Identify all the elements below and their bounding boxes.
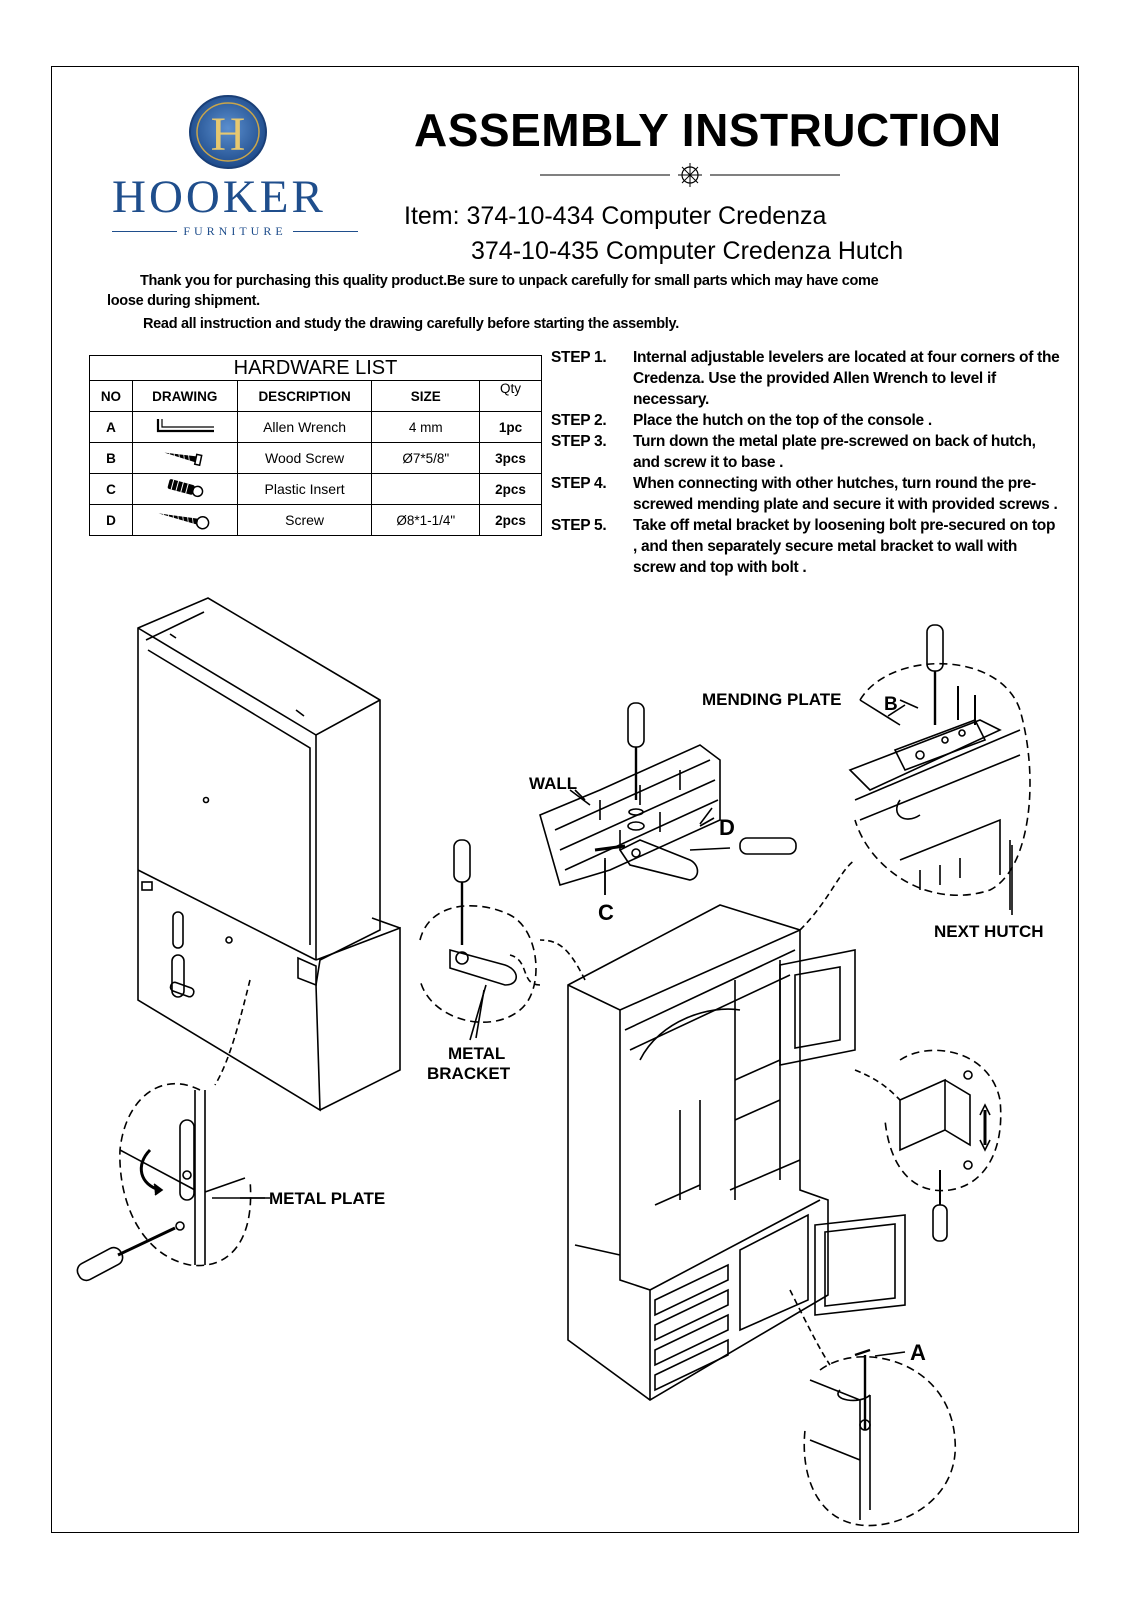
mending-plate-detail-drawing — [848, 624, 1031, 910]
step-2: STEP 2.Place the hutch on the top of the… — [551, 412, 932, 429]
callout-b-label: B — [884, 694, 898, 715]
logo-monogram: H — [211, 108, 246, 161]
table-row: C Plastic Insert 2pcs — [89, 473, 542, 505]
hooker-logo-emblem: H — [189, 95, 267, 169]
metal-bracket-label-2: BRACKET — [427, 1064, 511, 1083]
brand-name: HOOKER — [112, 171, 326, 223]
wall-label: WALL — [529, 774, 578, 793]
table-header: NO — [89, 380, 133, 412]
hutch-back-view-drawing — [137, 597, 401, 1112]
title-ornament-icon — [540, 163, 840, 187]
item-line-1: Item: 374-10-434 Computer Credenza — [404, 202, 827, 230]
table-row: D Screw Ø8*1-1/4" 2pcs — [89, 504, 542, 536]
page-title: ASSEMBLY INSTRUCTION — [414, 104, 1002, 156]
bracket-side-detail-drawing — [884, 1049, 1002, 1242]
intro-line-3: Read all instruction and study the drawi… — [143, 316, 679, 332]
page-border — [51, 66, 1079, 1533]
metal-plate-label: METAL PLATE — [269, 1189, 386, 1208]
wood-screw-icon — [164, 449, 203, 466]
screwdriver-icon — [76, 1221, 185, 1282]
mending-plate-label: MENDING PLATE — [702, 690, 842, 709]
metal-bracket-label-1: METAL — [448, 1044, 506, 1063]
callout-d-label: D — [719, 815, 735, 840]
leveler-detail-drawing — [803, 1348, 956, 1527]
intro-line-1: Thank you for purchasing this quality pr… — [140, 273, 879, 289]
item-line-2: 374-10-435 Computer Credenza Hutch — [471, 237, 904, 265]
allen-wrench-icon — [156, 418, 214, 432]
step-5: STEP 5.Take off metal bracket by looseni… — [551, 517, 1056, 576]
table-header: DESCRIPTION — [236, 380, 373, 412]
step-4: STEP 4.When connecting with other hutche… — [551, 475, 1058, 513]
step-1: STEP 1.Internal adjustable levelers are … — [551, 349, 1060, 408]
table-header-row: NO DRAWING DESCRIPTION SIZE Qty — [89, 380, 542, 412]
steps-list: STEP 1.Internal adjustable levelers are … — [551, 347, 1061, 578]
screw-icon — [158, 510, 210, 529]
metal-bracket-detail-drawing — [419, 839, 537, 1041]
table-header: Qty — [479, 380, 542, 412]
step-3: STEP 3.Turn down the metal plate pre-scr… — [551, 433, 1036, 471]
hardware-list-table: HARDWARE LIST NO DRAWING DESCRIPTION SIZ… — [89, 355, 542, 536]
callout-a-label: A — [910, 1340, 926, 1365]
callout-c-label: C — [598, 900, 614, 925]
intro-line-2: loose during shipment. — [107, 293, 260, 309]
next-hutch-label: NEXT HUTCH — [934, 922, 1044, 941]
table-row: B Wood Screw Ø7*5/8" 3pcs — [89, 442, 542, 474]
brand-subtitle: FURNITURE — [112, 224, 358, 239]
hutch-front-drawing — [567, 904, 829, 1401]
hardware-list-caption: HARDWARE LIST — [89, 355, 542, 381]
wall-bracket-detail-drawing — [539, 702, 797, 895]
plastic-insert-icon — [167, 478, 204, 497]
